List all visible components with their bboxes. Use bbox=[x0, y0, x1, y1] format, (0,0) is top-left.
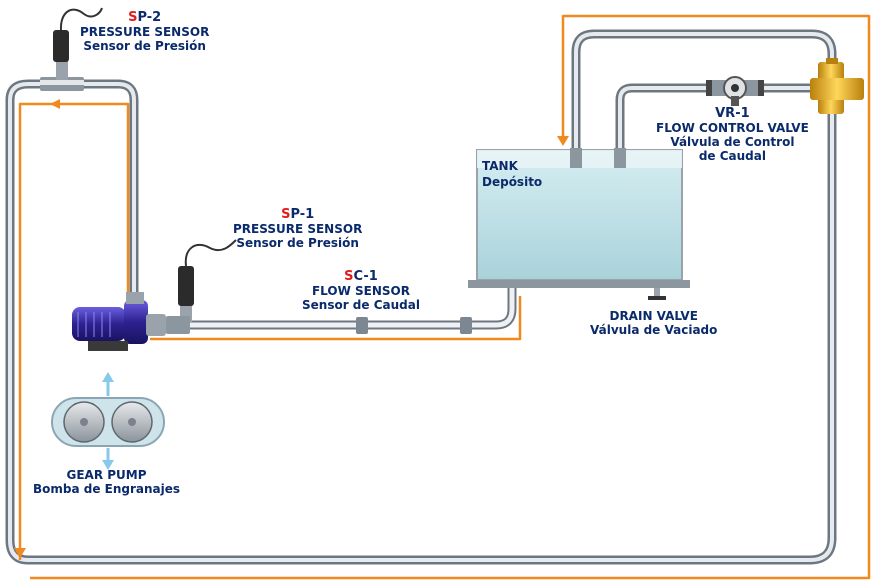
gear-pump-schematic-icon bbox=[51, 372, 165, 470]
sc1-name-en: FLOW SENSOR bbox=[311, 284, 410, 298]
sp1-code-rest: P-1 bbox=[290, 207, 315, 222]
sp2-tee bbox=[40, 7, 103, 91]
vr1-name-es-2: de Caudal bbox=[698, 149, 766, 163]
flow-arrow-return bbox=[18, 102, 130, 560]
drain-name-en: DRAIN VALVE bbox=[609, 309, 698, 323]
sc1-label: SC-1 FLOW SENSOR Sensor de Caudal bbox=[302, 269, 420, 313]
sp2-code-letter: S bbox=[128, 10, 138, 25]
sc1-code-letter: S bbox=[344, 269, 354, 284]
sp1-sensor bbox=[178, 239, 237, 322]
sc1-code-rest: C-1 bbox=[353, 269, 378, 284]
tank-name-en: TANK bbox=[482, 159, 518, 173]
sc1-flow-sensor bbox=[166, 316, 472, 334]
flow-arrowheads bbox=[14, 99, 569, 558]
vr1-label: VR-1 FLOW CONTROL VALVE Válvula de Contr… bbox=[656, 106, 809, 164]
pump-name-es: Bomba de Engranajes bbox=[33, 482, 181, 496]
tank-name-es: Depósito bbox=[482, 175, 543, 189]
sp1-code-letter: S bbox=[281, 207, 291, 222]
piping bbox=[5, 29, 837, 565]
sp1-name-en: PRESSURE SENSOR bbox=[233, 222, 363, 236]
vr1-valve bbox=[706, 76, 764, 106]
sp2-label: SP-2 PRESSURE SENSOR Sensor de Presión bbox=[80, 10, 210, 54]
sp1-name-es: Sensor de Presión bbox=[236, 236, 359, 250]
drain-label: DRAIN VALVE Válvula de Vaciado bbox=[590, 309, 717, 337]
flow-arrow-discharge bbox=[150, 296, 522, 341]
brass-valve bbox=[810, 58, 864, 114]
sp2-name-es: Sensor de Presión bbox=[83, 39, 206, 53]
vr1-name-en: FLOW CONTROL VALVE bbox=[656, 121, 809, 135]
sp2-name-en: PRESSURE SENSOR bbox=[80, 25, 210, 39]
pump-name-en: GEAR PUMP bbox=[66, 468, 147, 482]
sp2-code-rest: P-2 bbox=[137, 10, 162, 25]
drain-name-es: Válvula de Vaciado bbox=[590, 323, 718, 337]
vr1-code: VR-1 bbox=[715, 106, 750, 121]
gear-pump-motor bbox=[72, 292, 166, 351]
sc1-name-es: Sensor de Caudal bbox=[302, 298, 420, 312]
sp1-label: SP-1 PRESSURE SENSOR Sensor de Presión bbox=[233, 207, 363, 251]
tank-label: TANK Depósito bbox=[482, 158, 542, 190]
drain-valve bbox=[648, 288, 666, 300]
pump-label: GEAR PUMP Bomba de Engranajes bbox=[33, 468, 180, 496]
flow-arrows bbox=[18, 14, 871, 580]
vr1-name-es-1: Válvula de Control bbox=[670, 135, 795, 149]
flow-arrow-inlet bbox=[30, 14, 871, 580]
tank bbox=[468, 148, 690, 300]
